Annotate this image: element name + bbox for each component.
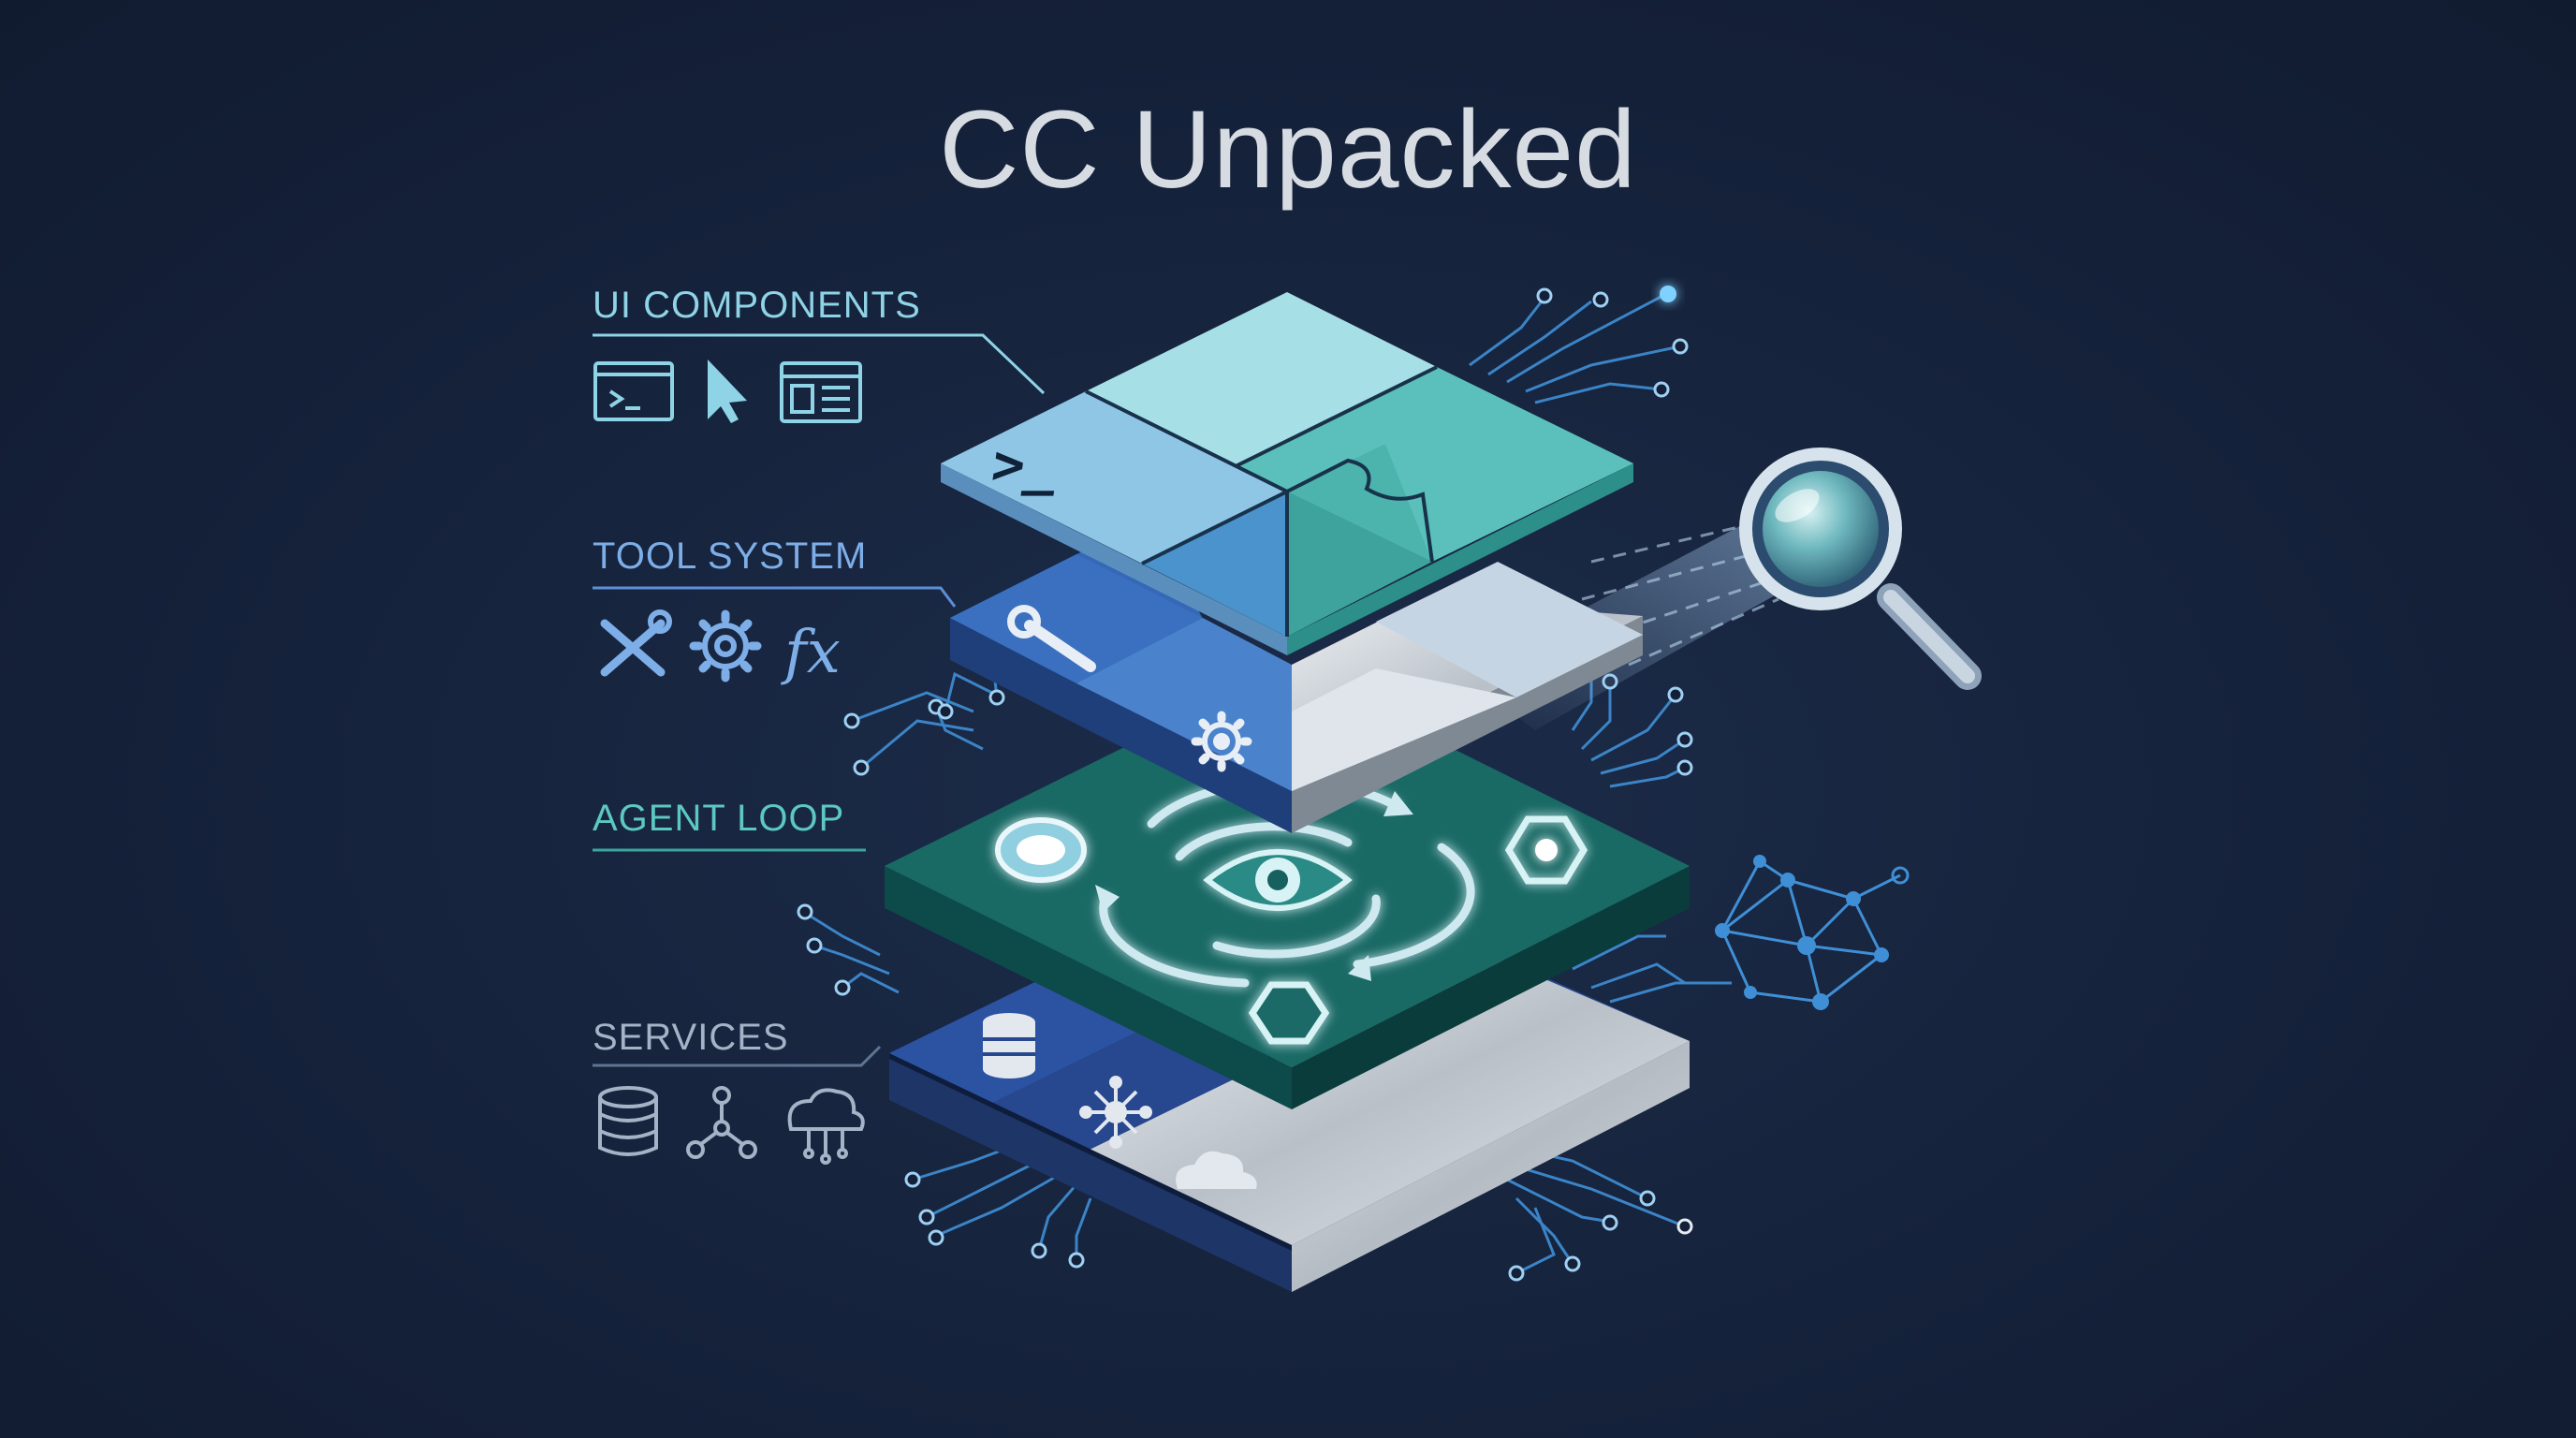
- ui-components-layer: [941, 292, 1633, 655]
- network-graph: [1720, 859, 1901, 1004]
- gear-icon-layer: [1191, 711, 1252, 772]
- loop-hexagon-bottom: [1248, 981, 1330, 1045]
- network-nodes-icon: [686, 1086, 757, 1159]
- ui-label-leader: [593, 333, 1046, 395]
- tool-label-leader: [593, 586, 957, 608]
- layer-label-ui-components: UI COMPONENTS: [593, 285, 921, 326]
- layer-label-services: SERVICES: [593, 1017, 789, 1058]
- gear-icon: [689, 609, 762, 682]
- browser-layout-icon: [780, 361, 862, 423]
- svg-text:fx: fx: [781, 618, 841, 687]
- glowing-node: [1660, 286, 1676, 302]
- circuit-nodes: [797, 287, 1693, 1282]
- function-icon: fx: [781, 618, 841, 687]
- database-icon: [598, 1086, 658, 1156]
- svg-text:>_: >_: [988, 433, 1063, 496]
- cloud-icon: [787, 1088, 865, 1165]
- network-hub-icon: [1079, 1076, 1152, 1149]
- eye-icon: [1203, 849, 1353, 911]
- cursor-arrow-icon: [708, 360, 747, 423]
- layer-label-tool-system: TOOL SYSTEM: [593, 536, 868, 577]
- wrench-screwdriver-icon: [600, 609, 672, 677]
- network-graph-nodes: [1715, 855, 1910, 1010]
- page-title: CC Unpacked: [939, 88, 1637, 212]
- magnifier-icon: [1739, 448, 1982, 690]
- ui-tile-center: [1142, 492, 1287, 637]
- terminal-window-icon: [593, 361, 674, 421]
- circuit-traces: [804, 292, 1732, 1275]
- cloud-icon-layer: [1176, 1151, 1257, 1189]
- ui-tile-top: [1086, 292, 1437, 466]
- ui-tile-terminal: [941, 391, 1287, 564]
- hexagon-icon: [1504, 815, 1588, 885]
- database-icon-layer: [983, 1013, 1035, 1078]
- services-label-leader: [593, 1045, 882, 1067]
- loop-node-circle: [995, 817, 1087, 883]
- layer-label-agent-loop: AGENT LOOP: [593, 798, 845, 839]
- cycle-arrow-heads: [1095, 791, 1413, 981]
- wrench-icon-layer: [1007, 605, 1096, 672]
- terminal-prompt-icon: >_: [988, 433, 1063, 496]
